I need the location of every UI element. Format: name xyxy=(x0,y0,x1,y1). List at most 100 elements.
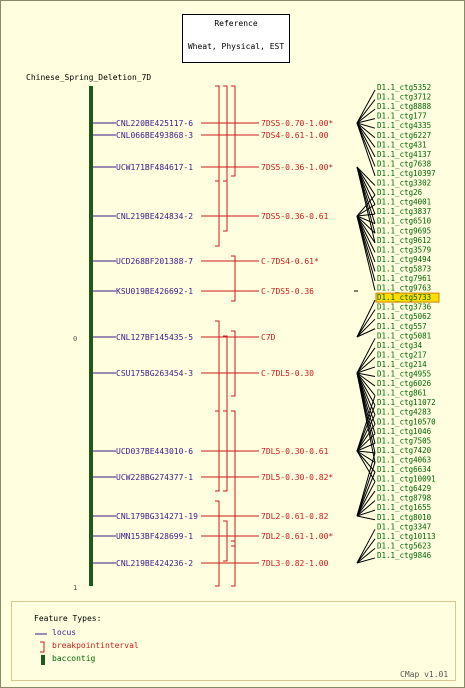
locus-label[interactable]: UCW171BF484617-1 xyxy=(116,163,193,172)
contig-label[interactable]: D1.1_ctg4955 xyxy=(377,370,431,379)
contig-label[interactable]: D1.1_ctg9695 xyxy=(377,226,431,235)
contig-label[interactable]: D1.1_ctg4137 xyxy=(377,150,431,159)
contig-label[interactable]: D1.1_ctg10397 xyxy=(377,169,436,178)
contig-label[interactable]: D1.1_ctg431 xyxy=(377,140,427,149)
contig-label[interactable]: D1.1_ctg5062 xyxy=(377,312,431,321)
interval-label[interactable]: C-7DS5-0.36 xyxy=(261,287,314,296)
locus-label[interactable]: CNL219BE424834-2 xyxy=(116,212,193,221)
contig-label[interactable]: D1.1_ctg8010 xyxy=(377,513,432,522)
contig-label[interactable]: D1.1_ctg5081 xyxy=(377,331,431,340)
breakpoint-bracket[interactable] xyxy=(231,410,236,547)
locus-label[interactable]: UCD037BE443010-6 xyxy=(116,447,193,456)
contig-label[interactable]: D1.1_ctg7638 xyxy=(377,159,432,168)
interval-label[interactable]: 7DS4-0.61-1.00 xyxy=(261,131,329,140)
breakpoint-bracket[interactable] xyxy=(223,520,228,562)
locus-label[interactable]: CNL066BE493868-3 xyxy=(116,131,193,140)
interval-label[interactable]: 7DL2-0.61-1.00* xyxy=(261,532,333,541)
correspondence-line xyxy=(356,122,376,177)
map-bar[interactable] xyxy=(89,86,93,586)
contig-label[interactable]: D1.1_ctg5352 xyxy=(377,83,431,92)
locus-label[interactable]: UCD268BF201388-7 xyxy=(116,257,193,266)
interval-label[interactable]: C-7DL5-0.30 xyxy=(261,369,314,378)
interval-label[interactable]: C7D xyxy=(261,333,276,342)
contig-label[interactable]: D1.1_ctg5873 xyxy=(377,264,431,273)
map-title[interactable]: Chinese_Spring_Deletion_7D xyxy=(26,73,152,82)
contig-label[interactable]: D1.1_ctg3837 xyxy=(377,207,431,216)
breakpoint-bracket[interactable] xyxy=(215,85,220,247)
correspondence-line xyxy=(356,215,376,234)
contig-label[interactable]: D1.1_ctg9494 xyxy=(377,255,432,264)
interval-label[interactable]: 7DL5-0.30-0.82* xyxy=(261,473,333,482)
contig-label[interactable]: D1.1_ctg7420 xyxy=(377,446,432,455)
contig-label[interactable]: D1.1_ctg8798 xyxy=(377,494,432,503)
contig-label[interactable]: D1.1_ctg10113 xyxy=(377,532,436,541)
breakpoint-bracket[interactable] xyxy=(231,330,236,397)
locus-label[interactable]: CNL219BE424236-2 xyxy=(116,559,193,568)
breakpoint-bracket[interactable] xyxy=(231,85,236,177)
contig-label[interactable]: D1.1_ctg177 xyxy=(377,112,427,121)
contig-label[interactable]: D1.1_ctg5733 xyxy=(377,293,431,302)
contig-label[interactable]: D1.1_ctg3712 xyxy=(377,93,431,102)
contig-label[interactable]: D1.1_ctg4001 xyxy=(377,198,431,207)
locus-label[interactable]: CNL127BF145435-5 xyxy=(116,333,193,342)
interval-label[interactable]: 7DS5-0.36-0.61 xyxy=(261,212,329,221)
breakpoint-bracket[interactable] xyxy=(215,180,220,247)
contig-label[interactable]: D1.1_ctg10570 xyxy=(377,417,436,426)
contig-label[interactable]: D1.1_ctg11072 xyxy=(377,398,436,407)
correspondence-line xyxy=(356,450,376,454)
locus-label[interactable]: CNL220BE425117-6 xyxy=(116,119,193,128)
interval-label[interactable]: 7DL3-0.82-1.00 xyxy=(261,559,329,568)
contig-label[interactable]: D1.1_ctg6026 xyxy=(377,379,432,388)
locus-label[interactable]: UCW228BG274377-1 xyxy=(116,473,193,482)
breakpoint-bracket[interactable] xyxy=(231,255,236,302)
contig-label[interactable]: D1.1_ctg6634 xyxy=(377,465,432,474)
contig-label[interactable]: D1.1_ctg8888 xyxy=(377,102,432,111)
contig-label[interactable]: D1.1_ctg1655 xyxy=(377,503,431,512)
locus-label[interactable]: KSU019BE426692-1 xyxy=(116,287,193,296)
contig-label[interactable]: D1.1_ctg9612 xyxy=(377,236,431,245)
contig-label[interactable]: D1.1_ctg1046 xyxy=(377,427,432,436)
correspondence-line xyxy=(356,372,376,396)
correspondence-line xyxy=(356,515,376,521)
contig-label[interactable]: D1.1_ctg557 xyxy=(377,322,427,331)
correspondence-line xyxy=(356,372,376,406)
breakpoint-bracket[interactable] xyxy=(215,320,220,412)
locus-label[interactable]: CNL179BG314271-19 xyxy=(116,512,198,521)
interval-label[interactable]: 7DS5-0.36-1.00* xyxy=(261,163,333,172)
contig-label[interactable]: D1.1_ctg4335 xyxy=(377,121,431,130)
contig-label[interactable]: D1.1_ctg217 xyxy=(377,350,427,359)
interval-label[interactable]: C-7DS4-0.61* xyxy=(261,257,319,266)
locus-label[interactable]: UMN153BF428699-1 xyxy=(116,532,193,541)
breakpoint-bracket[interactable] xyxy=(231,540,236,587)
bracket-icon xyxy=(40,641,45,653)
breakpoint-bracket[interactable] xyxy=(223,410,228,492)
breakpoint-bracket[interactable] xyxy=(215,410,220,492)
interval-label[interactable]: 7DS5-0.70-1.00* xyxy=(261,119,333,128)
contig-label[interactable]: D1.1_ctg3579 xyxy=(377,245,431,254)
contig-label[interactable]: D1.1_ctg10091 xyxy=(377,475,436,484)
contig-label[interactable]: D1.1_ctg6510 xyxy=(377,217,432,226)
contig-label[interactable]: D1.1_ctg7961 xyxy=(377,274,431,283)
contig-label[interactable]: D1.1_ctg34 xyxy=(377,341,423,350)
breakpoint-bracket[interactable] xyxy=(215,500,220,587)
interval-label[interactable]: 7DL5-0.30-0.61 xyxy=(261,447,329,456)
contig-label[interactable]: D1.1_ctg4283 xyxy=(377,408,431,417)
contig-label[interactable]: D1.1_ctg7505 xyxy=(377,436,431,445)
locus-label[interactable]: CSU175BG263454-3 xyxy=(116,369,193,378)
contig-label[interactable]: D1.1_ctg861 xyxy=(377,389,427,398)
contig-label[interactable]: D1.1_ctg3736 xyxy=(377,303,432,312)
contig-label[interactable]: D1.1_ctg214 xyxy=(377,360,427,369)
contig-label[interactable]: D1.1_ctg3347 xyxy=(377,522,431,531)
contig-label[interactable]: D1.1_ctg4063 xyxy=(377,455,431,464)
contig-label[interactable]: D1.1_ctg26 xyxy=(377,188,423,197)
interval-label[interactable]: 7DL2-0.61-0.82 xyxy=(261,512,329,521)
contig-label[interactable]: D1.1_ctg9846 xyxy=(377,551,432,560)
contig-label[interactable]: D1.1_ctg6429 xyxy=(377,484,431,493)
contig-label[interactable]: D1.1_ctg5623 xyxy=(377,541,431,550)
contig-label[interactable]: D1.1_ctg9763 xyxy=(377,284,431,293)
breakpoint-bracket[interactable] xyxy=(223,180,228,232)
axis-label-top: 0 xyxy=(73,335,77,343)
breakpoint-bracket[interactable] xyxy=(223,85,228,232)
contig-label[interactable]: D1.1_ctg3302 xyxy=(377,179,431,188)
contig-label[interactable]: D1.1_ctg6227 xyxy=(377,131,431,140)
